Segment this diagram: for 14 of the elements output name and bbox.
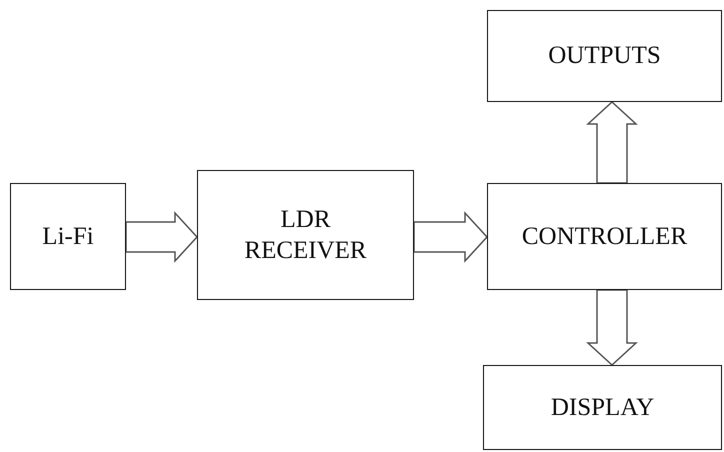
block-arrow bbox=[413, 211, 488, 263]
block-box bbox=[487, 10, 722, 102]
block-label: DISPLAY bbox=[550, 392, 656, 423]
block-arrow bbox=[586, 289, 638, 366]
block-arrow bbox=[125, 211, 198, 263]
block-label: Li-Fi bbox=[41, 222, 95, 252]
block-box bbox=[10, 183, 126, 290]
block-box bbox=[483, 365, 722, 450]
block-arrow bbox=[586, 100, 638, 184]
block-label: CONTROLLER bbox=[520, 222, 688, 252]
block-box bbox=[487, 183, 722, 290]
block-label: LDR RECEIVER bbox=[243, 204, 368, 266]
block-box bbox=[197, 170, 414, 300]
block-label: OUTPUTS bbox=[547, 41, 662, 72]
